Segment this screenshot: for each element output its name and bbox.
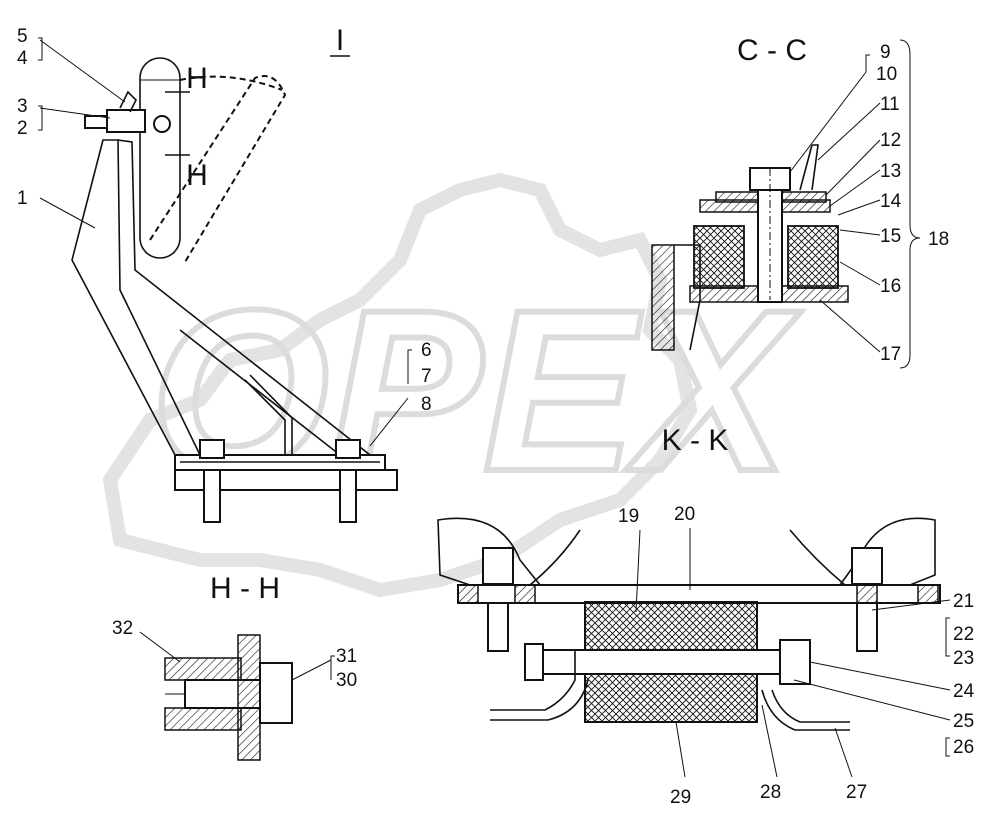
part-label-24: 24 (953, 681, 975, 702)
part-label-2: 2 (17, 118, 28, 139)
part-label-11: 11 (880, 94, 900, 115)
part-label-26: 26 (953, 737, 974, 758)
part-label-27: 27 (846, 782, 867, 803)
part-label-8: 8 (421, 394, 432, 415)
section-title-cc: C - C (737, 34, 807, 67)
part-label-25: 25 (953, 711, 974, 732)
section-cc (651, 144, 849, 351)
part-label-3: 3 (17, 96, 28, 117)
part-label-7: 7 (421, 366, 432, 387)
part-label-23: 23 (953, 648, 974, 669)
part-label-22: 22 (953, 624, 974, 645)
part-label-21: 21 (953, 591, 974, 612)
part-label-32: 32 (112, 618, 133, 639)
part-label-30: 30 (336, 670, 357, 691)
section-mark-h-top: H (186, 62, 208, 95)
part-label-1: 1 (17, 188, 28, 209)
section-mark-h-bottom: H (186, 159, 208, 192)
part-label-12: 12 (880, 130, 901, 151)
part-label-16: 16 (880, 276, 901, 297)
part-label-10: 10 (876, 64, 897, 85)
section-title-hh: H - H (210, 572, 280, 605)
pedal-assembly (71, 57, 398, 523)
part-label-5: 5 (17, 26, 28, 47)
part-label-14: 14 (880, 191, 902, 212)
part-label-13: 13 (880, 161, 901, 182)
part-label-28: 28 (760, 782, 781, 803)
section-hh (164, 634, 293, 761)
part-label-18: 18 (928, 229, 949, 250)
part-label-6: 6 (421, 340, 432, 361)
part-label-9: 9 (880, 42, 891, 63)
part-label-19: 19 (618, 506, 639, 527)
part-label-17: 17 (880, 344, 901, 365)
part-label-20: 20 (674, 504, 695, 525)
part-label-4: 4 (17, 48, 28, 69)
section-title-kk: K - K (662, 424, 729, 457)
part-label-31: 31 (336, 646, 357, 667)
watermark-gear (102, 172, 698, 598)
view-title-one: I (336, 24, 344, 57)
part-label-15: 15 (880, 226, 901, 247)
part-label-29: 29 (670, 787, 691, 808)
section-kk (437, 517, 941, 731)
leader-lines (38, 37, 951, 778)
